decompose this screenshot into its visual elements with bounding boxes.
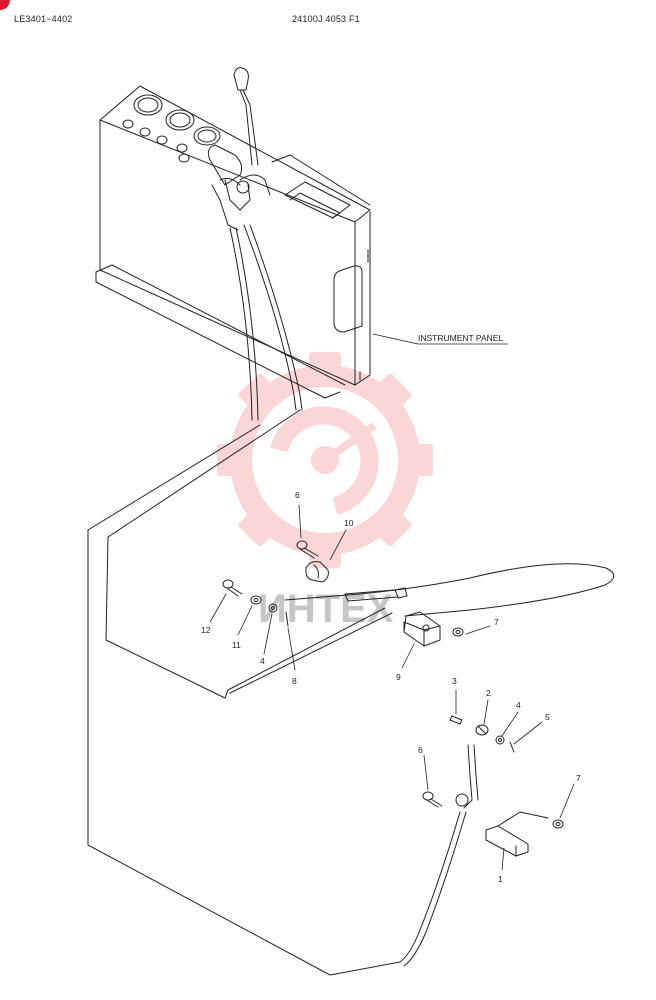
part-number-7: 7	[576, 773, 581, 783]
instrument-panel-label: INSTRUMENT PANEL	[418, 333, 503, 343]
pin-8	[285, 611, 289, 627]
bracket-1	[485, 811, 549, 857]
part-number-2: 2	[486, 688, 491, 698]
washer-11	[250, 595, 262, 605]
part-number-9: 10	[344, 518, 354, 528]
nut-4-upper	[268, 603, 278, 613]
nut-4-lower	[495, 735, 505, 745]
part-number-1: 1	[498, 874, 503, 884]
part-number-6: 6	[418, 745, 423, 755]
bracket-10	[403, 611, 441, 647]
pin-5	[509, 741, 515, 753]
part-number-12: 12	[201, 625, 211, 635]
nut-7-lower	[552, 819, 564, 829]
throttle-cable	[284, 563, 615, 617]
part-code-label: 24100J 4053 F1	[292, 14, 360, 24]
control-lever	[207, 67, 271, 231]
part-number-3: 3	[452, 676, 457, 686]
part-number-8: 8	[292, 676, 297, 686]
doc-range-label: LE3401~4402	[14, 14, 73, 24]
part-number-4: 4	[516, 700, 521, 710]
bolt-12	[222, 579, 243, 597]
watermark-gear-icon	[217, 352, 433, 568]
part-number-4: 4	[260, 656, 265, 666]
part-number-7: 7	[494, 617, 499, 627]
nut-7-upper	[452, 627, 464, 637]
nut-2	[475, 724, 489, 736]
leader-lines	[209, 333, 575, 871]
watermark-text: ИНТЕХ	[258, 587, 394, 631]
part-number-5: 5	[545, 712, 550, 722]
clamp-9	[305, 561, 329, 583]
instrument-panel	[95, 85, 371, 399]
part-number-6: 6	[295, 490, 300, 500]
cable-pair	[229, 224, 303, 421]
lower-cable	[399, 744, 479, 967]
bolt-6-lower	[422, 791, 443, 808]
corner-mark	[0, 0, 10, 10]
screw-3	[449, 715, 463, 725]
part-number-11: 11	[232, 640, 241, 650]
bolt-6-upper	[296, 540, 319, 559]
routing-lines	[87, 409, 401, 976]
part-number-10: 9	[396, 672, 401, 682]
